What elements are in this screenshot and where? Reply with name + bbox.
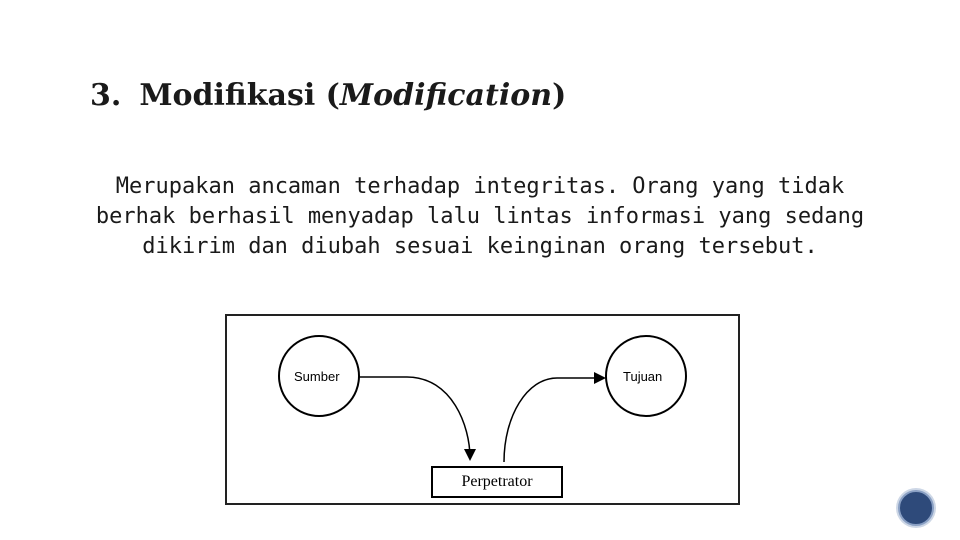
diagram-drawing: [278, 335, 687, 463]
title-number: 3.: [90, 78, 122, 113]
slide-number-badge: [898, 490, 934, 526]
title-close: ): [552, 78, 567, 113]
modified-forward-arrow: [503, 372, 606, 463]
source-label: Sumber: [294, 369, 340, 384]
intercept-arrow: [359, 376, 476, 461]
destination-label: Tujuan: [623, 369, 663, 384]
modification-diagram: Sumber Tujuan Perpetrator: [225, 314, 740, 505]
destination-node: [605, 335, 687, 417]
perpetrator-box: Perpetrator: [431, 466, 563, 498]
slide-title: 3. Modifikasi (Modification): [90, 78, 566, 113]
title-italic: Modification: [339, 78, 553, 113]
source-node: [278, 335, 360, 417]
slide-paragraph: Merupakan ancaman terhadap integritas. O…: [95, 174, 865, 259]
perpetrator-label: Perpetrator: [461, 473, 533, 490]
title-main: Modifikasi (: [139, 78, 340, 113]
